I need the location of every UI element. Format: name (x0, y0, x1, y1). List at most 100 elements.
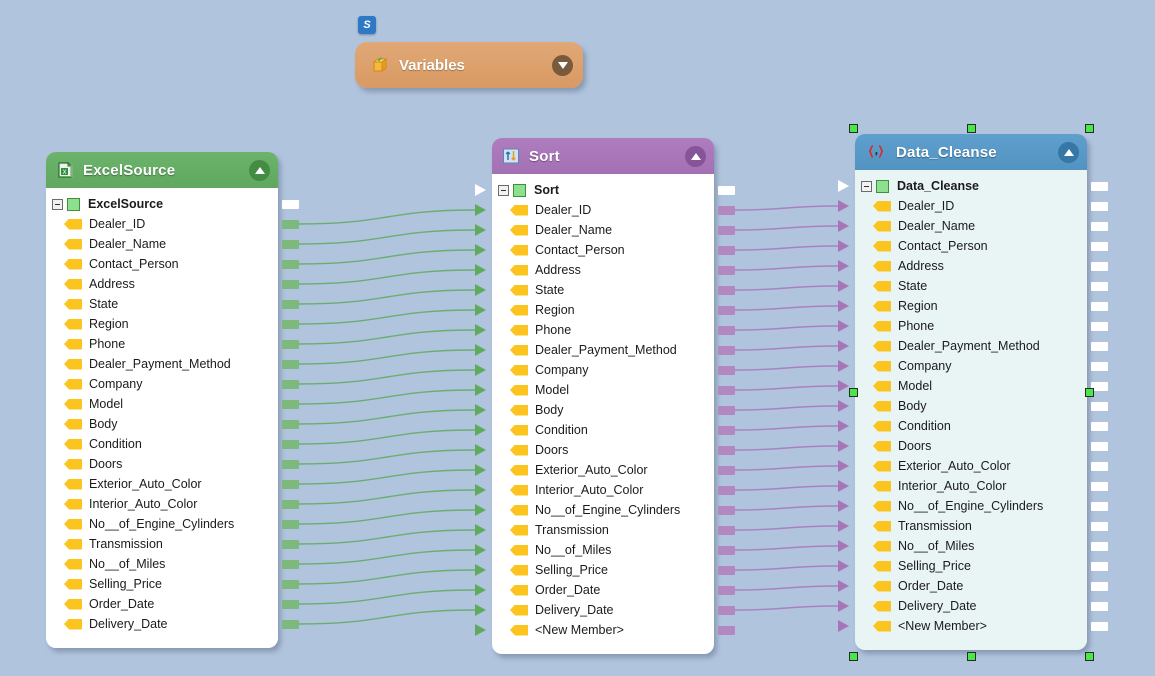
output-port[interactable] (282, 600, 299, 609)
output-port[interactable] (282, 540, 299, 549)
output-port[interactable] (1091, 322, 1108, 331)
output-port[interactable] (718, 546, 735, 555)
field-row[interactable]: Selling_Price (855, 556, 1087, 576)
field-row[interactable]: Region (492, 300, 714, 320)
collapse-toggle-icon[interactable] (1058, 141, 1079, 163)
input-arrow[interactable] (838, 560, 849, 572)
output-port[interactable] (1091, 622, 1108, 631)
output-port-root[interactable] (718, 186, 735, 195)
node-header[interactable]: Data_Cleanse (855, 134, 1087, 170)
output-port[interactable] (282, 440, 299, 449)
field-row[interactable]: Exterior_Auto_Color (855, 456, 1087, 476)
input-arrow[interactable] (475, 564, 486, 576)
field-row[interactable]: Contact_Person (855, 236, 1087, 256)
output-port[interactable] (282, 480, 299, 489)
field-row[interactable]: Model (492, 380, 714, 400)
node-sort[interactable]: Sort Sort Dealer_ID Dealer_Name (492, 138, 714, 654)
output-port[interactable] (282, 360, 299, 369)
output-port[interactable] (718, 246, 735, 255)
output-port-root[interactable] (282, 200, 299, 209)
field-row[interactable]: <New Member> (492, 620, 714, 640)
field-row[interactable]: Contact_Person (492, 240, 714, 260)
input-arrow[interactable] (838, 480, 849, 492)
input-arrow[interactable] (838, 540, 849, 552)
input-arrow[interactable] (475, 344, 486, 356)
input-arrow[interactable] (475, 424, 486, 436)
output-port[interactable] (1091, 542, 1108, 551)
field-row[interactable]: Dealer_ID (492, 200, 714, 220)
field-row[interactable]: Doors (492, 440, 714, 460)
field-row[interactable]: Dealer_ID (855, 196, 1087, 216)
field-row[interactable]: Transmission (46, 534, 278, 554)
input-arrow[interactable] (475, 364, 486, 376)
node-header[interactable]: Sort (492, 138, 714, 174)
output-port[interactable] (718, 326, 735, 335)
field-row[interactable]: Doors (855, 436, 1087, 456)
field-row[interactable]: Phone (492, 320, 714, 340)
field-row[interactable]: Dealer_Name (46, 234, 278, 254)
collapse-minus-icon[interactable] (861, 180, 872, 192)
output-port[interactable] (718, 526, 735, 535)
input-arrow[interactable] (475, 284, 486, 296)
field-row[interactable]: Condition (46, 434, 278, 454)
field-row[interactable]: Body (46, 414, 278, 434)
field-row[interactable]: No__of_Miles (46, 554, 278, 574)
field-row[interactable]: Interior_Auto_Color (492, 480, 714, 500)
output-port[interactable] (718, 366, 735, 375)
field-row[interactable]: No__of_Engine_Cylinders (492, 500, 714, 520)
field-row[interactable]: No__of_Engine_Cylinders (855, 496, 1087, 516)
field-row[interactable]: No__of_Miles (855, 536, 1087, 556)
field-row[interactable]: Interior_Auto_Color (46, 494, 278, 514)
output-port[interactable] (1091, 222, 1108, 231)
field-row[interactable]: Phone (46, 334, 278, 354)
field-row[interactable]: <New Member> (855, 616, 1087, 636)
output-port[interactable] (718, 506, 735, 515)
output-port[interactable] (1091, 282, 1108, 291)
output-port[interactable] (718, 566, 735, 575)
output-port[interactable] (718, 586, 735, 595)
output-port[interactable] (1091, 262, 1108, 271)
field-row[interactable]: Selling_Price (492, 560, 714, 580)
input-arrow[interactable] (475, 524, 486, 536)
field-row[interactable]: Body (492, 400, 714, 420)
output-port[interactable] (718, 386, 735, 395)
input-arrow[interactable] (475, 264, 486, 276)
output-port[interactable] (1091, 562, 1108, 571)
input-arrow[interactable] (475, 464, 486, 476)
field-row-root[interactable]: ExcelSource (46, 194, 278, 214)
output-port[interactable] (718, 466, 735, 475)
field-row[interactable]: Contact_Person (46, 254, 278, 274)
field-row[interactable]: State (492, 280, 714, 300)
field-row[interactable]: Dealer_Payment_Method (855, 336, 1087, 356)
input-arrow[interactable] (475, 304, 486, 316)
output-port[interactable] (718, 486, 735, 495)
output-port[interactable] (282, 320, 299, 329)
field-row[interactable]: Doors (46, 454, 278, 474)
field-row[interactable]: Transmission (492, 520, 714, 540)
output-port[interactable] (718, 426, 735, 435)
field-row[interactable]: Condition (855, 416, 1087, 436)
field-row[interactable]: Delivery_Date (855, 596, 1087, 616)
input-arrow[interactable] (475, 604, 486, 616)
output-port[interactable] (1091, 422, 1108, 431)
input-arrow[interactable] (475, 384, 486, 396)
output-port[interactable] (282, 560, 299, 569)
field-row[interactable]: Dealer_Payment_Method (46, 354, 278, 374)
input-arrow[interactable] (838, 200, 849, 212)
field-row[interactable]: No__of_Miles (492, 540, 714, 560)
node-data-cleanse[interactable]: Data_Cleanse Data_Cleanse Dealer_ID Deal… (855, 134, 1087, 650)
field-row[interactable]: Exterior_Auto_Color (46, 474, 278, 494)
selection-handle[interactable] (1085, 124, 1094, 133)
input-arrow[interactable] (838, 600, 849, 612)
field-row[interactable]: Dealer_Name (492, 220, 714, 240)
output-port[interactable] (1091, 202, 1108, 211)
output-port[interactable] (718, 406, 735, 415)
field-row[interactable]: Address (492, 260, 714, 280)
input-arrow[interactable] (838, 220, 849, 232)
field-row[interactable]: Address (46, 274, 278, 294)
output-port[interactable] (1091, 522, 1108, 531)
input-arrow[interactable] (475, 204, 486, 216)
output-port[interactable] (718, 626, 735, 635)
field-row[interactable]: Body (855, 396, 1087, 416)
collapse-toggle-icon[interactable] (249, 159, 270, 181)
